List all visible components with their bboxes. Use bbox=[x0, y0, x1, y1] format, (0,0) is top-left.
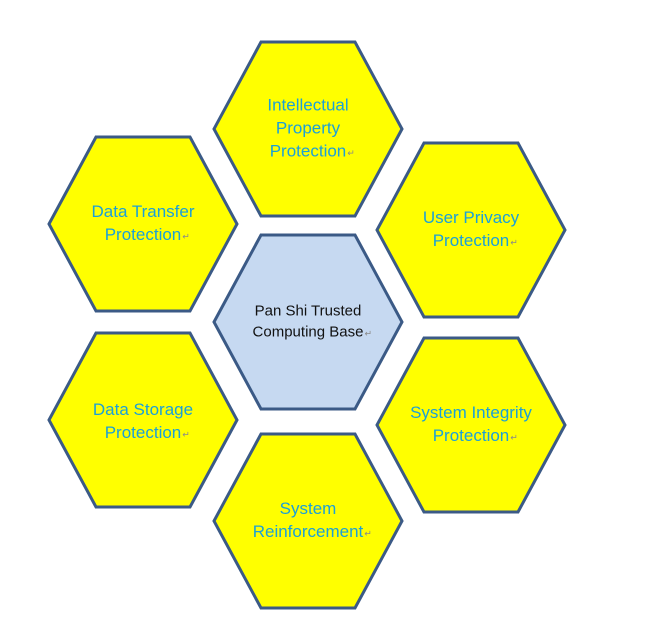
hexagon-label-line: Protection bbox=[433, 426, 510, 445]
hexagon-shape bbox=[47, 331, 239, 509]
hexagon-label-line: Data Transfer bbox=[92, 202, 195, 221]
paragraph-mark-icon: ↵ bbox=[510, 239, 518, 249]
paragraph-mark-icon: ↵ bbox=[510, 434, 518, 444]
hexagon-label-line: Data Storage bbox=[93, 400, 193, 419]
hexagon-label-line: Protection bbox=[105, 225, 182, 244]
hexagon-label-line: User Privacy bbox=[423, 208, 520, 227]
hexagon-shape bbox=[47, 135, 239, 313]
hexagon-shape bbox=[375, 336, 567, 514]
center-label-line: Pan Shi Trusted bbox=[255, 302, 362, 319]
hexagon-label-line: System Integrity bbox=[410, 403, 532, 422]
paragraph-mark-icon: ↵ bbox=[182, 233, 190, 243]
hexagon-label-line: System bbox=[280, 499, 337, 518]
center-label-line: Computing Base bbox=[253, 323, 364, 340]
paragraph-mark-icon: ↵ bbox=[364, 330, 372, 340]
hexagon-label-line: Intellectual bbox=[267, 95, 348, 114]
hexagon-shape bbox=[375, 141, 567, 319]
paragraph-mark-icon: ↵ bbox=[182, 431, 190, 441]
center-hexagon-shape bbox=[212, 233, 404, 411]
paragraph-mark-icon: ↵ bbox=[364, 530, 372, 540]
hexagon-shape bbox=[212, 432, 404, 610]
hexagon-label-line: Protection bbox=[105, 423, 182, 442]
paragraph-mark-icon: ↵ bbox=[347, 149, 355, 159]
hexagon-label-line: Protection bbox=[433, 231, 510, 250]
hexagon-shape bbox=[212, 40, 404, 218]
hexagon-label-line: Protection bbox=[270, 141, 347, 160]
hexagon-label-line: Reinforcement bbox=[253, 522, 364, 541]
hexagon-label-line: Property bbox=[276, 118, 341, 137]
